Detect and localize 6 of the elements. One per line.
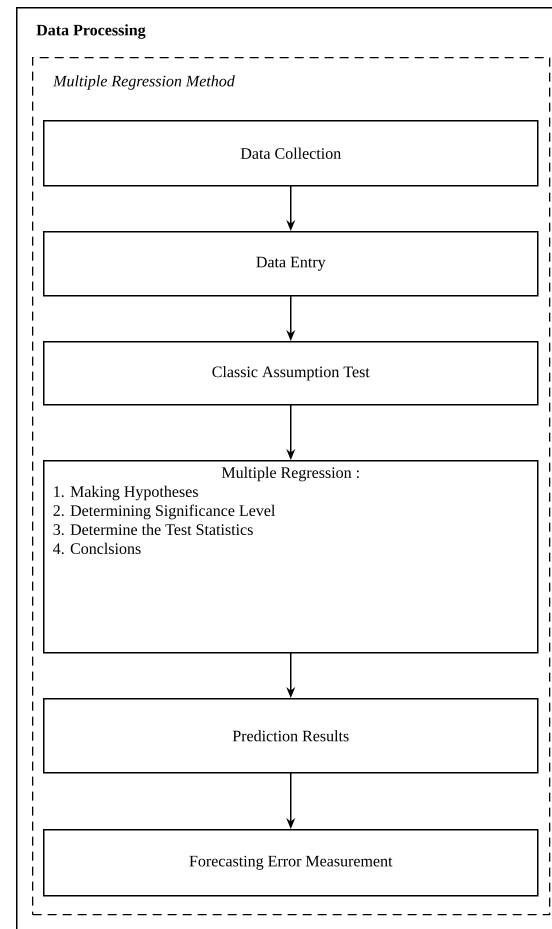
process-box: Classic Assumption Test [43, 341, 538, 406]
process-box: Forecasting Error Measurement [43, 829, 538, 896]
process-box: Multiple Regression : 1. Making Hypotheses 2. Determining Significance Level 3. Determine the Test Statistics 4. Conclsions [43, 460, 538, 654]
process-box: Data Entry [43, 231, 538, 296]
process-box: Prediction Results [43, 698, 538, 774]
process-box: Data Collection [43, 120, 538, 186]
